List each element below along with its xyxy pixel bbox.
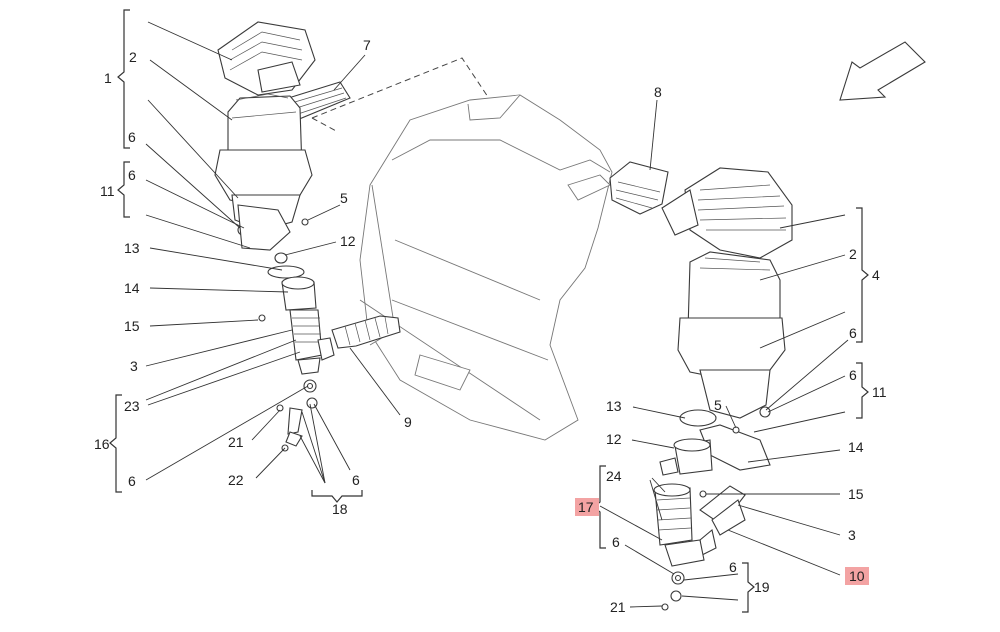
callout-6[interactable]: 6	[128, 473, 136, 489]
callout-14[interactable]: 14	[848, 439, 864, 455]
braces	[109, 9, 869, 613]
highlight-box-10	[845, 567, 869, 585]
callout-17[interactable]: 17	[578, 499, 594, 515]
callout-15[interactable]: 15	[848, 486, 864, 502]
left-airbox-body	[214, 93, 313, 251]
callout-19[interactable]: 19	[754, 579, 770, 595]
callout-6[interactable]: 6	[849, 367, 857, 383]
callout-9[interactable]: 9	[404, 414, 412, 430]
callout-12[interactable]: 12	[606, 431, 622, 447]
callout-8[interactable]: 8	[654, 84, 662, 100]
callout-14[interactable]: 14	[124, 280, 140, 296]
callout-13[interactable]: 13	[606, 398, 622, 414]
right-airbox-cover	[661, 167, 793, 259]
central-duct-assembly	[311, 57, 613, 441]
callout-6[interactable]: 6	[612, 534, 620, 550]
leader-lines-left	[145, 21, 401, 484]
callout-21[interactable]: 21	[228, 434, 244, 450]
callout-5[interactable]: 5	[340, 190, 348, 206]
left-airbox-cover	[217, 21, 316, 96]
callout-12[interactable]: 12	[340, 233, 356, 249]
callout-6[interactable]: 6	[849, 325, 857, 341]
callout-1[interactable]: 1	[104, 70, 112, 86]
callout-16[interactable]: 16	[94, 436, 110, 452]
callout-3[interactable]: 3	[848, 527, 856, 543]
callout-13[interactable]: 13	[124, 240, 140, 256]
leader-lines-right	[599, 99, 849, 608]
callout-6[interactable]: 6	[729, 559, 737, 575]
callout-15[interactable]: 15	[124, 318, 140, 334]
callout-18[interactable]: 18	[332, 501, 348, 517]
callout-24[interactable]: 24	[606, 468, 622, 484]
callout-4[interactable]: 4	[872, 267, 880, 283]
callout-10[interactable]: 10	[849, 568, 865, 584]
right-hose-parts	[653, 409, 746, 611]
callout-2[interactable]: 2	[849, 246, 857, 262]
callout-3[interactable]: 3	[130, 358, 138, 374]
callout-22[interactable]: 22	[228, 472, 244, 488]
callout-23[interactable]: 23	[124, 398, 140, 414]
callout-6[interactable]: 6	[128, 129, 136, 145]
callout-11[interactable]: 11	[872, 384, 887, 400]
right-air-filter-8	[609, 161, 669, 215]
callout-2[interactable]: 2	[129, 49, 137, 65]
callout-7[interactable]: 7	[363, 37, 371, 53]
left-hose-parts	[258, 252, 335, 452]
right-airbox-body	[677, 251, 786, 471]
callout-11[interactable]: 11	[100, 183, 115, 199]
callout-6[interactable]: 6	[352, 472, 360, 488]
highlight-box-17	[575, 498, 599, 516]
callout-5[interactable]: 5	[714, 397, 722, 413]
left-intake-hose-9	[331, 315, 401, 349]
direction-arrow-icon	[839, 41, 926, 101]
callout-6[interactable]: 6	[128, 167, 136, 183]
callout-21[interactable]: 21	[610, 599, 626, 615]
callout-numbers: 1 2 6 11 6 13 14 15 3 23 16 6 21 22 6 18…	[94, 37, 887, 615]
